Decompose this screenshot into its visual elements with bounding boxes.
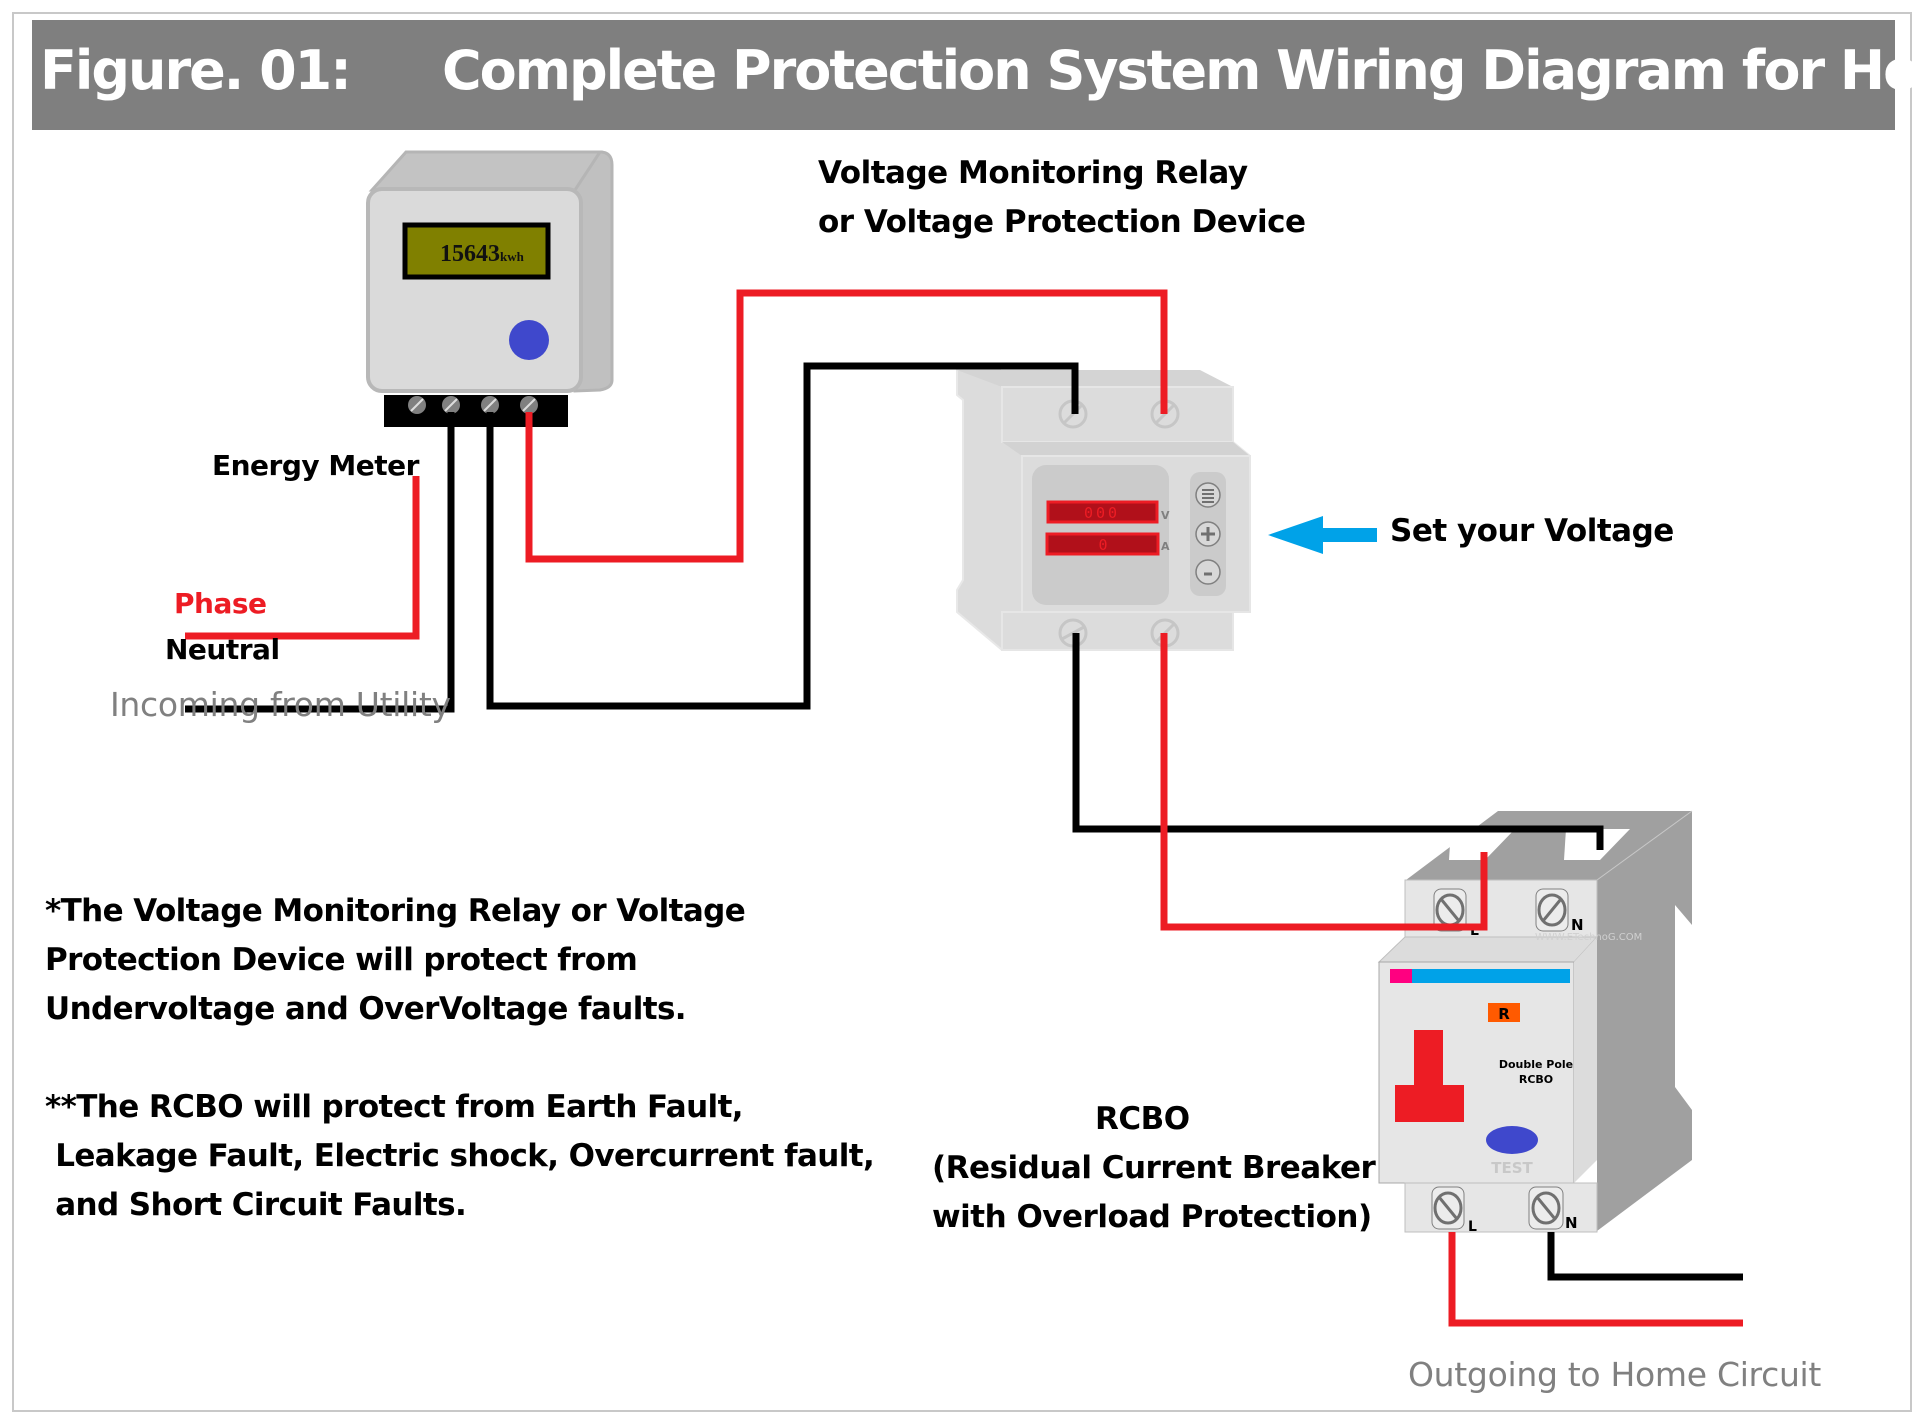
set-voltage-arrow-icon bbox=[1268, 516, 1377, 554]
outgoing-phase-wire bbox=[1448, 1232, 1743, 1327]
meter-to-relay-phase-wire bbox=[525, 289, 1168, 563]
meter-reading: 15643kwh bbox=[440, 241, 525, 267]
current-display-value: 0 bbox=[1098, 536, 1107, 554]
rcbo-terminal-out-n bbox=[1531, 1191, 1561, 1225]
relay-label-line1: Voltage Monitoring Relay bbox=[818, 155, 1248, 191]
minus-button[interactable] bbox=[1195, 559, 1221, 585]
rcbo-badge-label: R bbox=[1498, 1005, 1510, 1023]
note1-line3: Undervoltage and OverVoltage faults. bbox=[45, 991, 687, 1027]
note2-line2: Leakage Fault, Electric shock, Overcurre… bbox=[45, 1138, 875, 1174]
outgoing-caption: Outgoing to Home Circuit bbox=[1408, 1355, 1822, 1394]
rcbo-toggle-handle[interactable] bbox=[1395, 1030, 1464, 1122]
rcbo-stripe-blue bbox=[1412, 969, 1570, 983]
rcbo-device-text-1: Double Pole bbox=[1499, 1058, 1573, 1071]
phase-label: Phase bbox=[174, 587, 267, 620]
note2-line3: and Short Circuit Faults. bbox=[45, 1187, 467, 1223]
current-unit: A bbox=[1161, 540, 1170, 553]
rcbo-stripe-pink bbox=[1390, 969, 1412, 983]
figure-title: Complete Protection System Wiring Diagra… bbox=[442, 39, 1925, 102]
figure-frame bbox=[12, 12, 1912, 1412]
current-display bbox=[1045, 532, 1160, 556]
plus-button[interactable] bbox=[1195, 521, 1221, 547]
note2-line1: **The RCBO will protect from Earth Fault… bbox=[45, 1089, 744, 1125]
menu-button[interactable] bbox=[1195, 482, 1221, 508]
rcbo-label-line3: with Overload Protection) bbox=[932, 1199, 1372, 1235]
incoming-phase-wire bbox=[185, 476, 420, 640]
rcbo-device: R Double Pole RCBO TEST WWW.ETechnoG.COM… bbox=[1377, 810, 1693, 1235]
rcbo-device-text-2: RCBO bbox=[1519, 1073, 1553, 1086]
neutral-label: Neutral bbox=[165, 633, 280, 666]
voltage-display-value: 000 bbox=[1084, 504, 1120, 522]
rcbo-test-button[interactable] bbox=[1486, 1126, 1538, 1154]
rcbo-in-n-label: N bbox=[1571, 916, 1584, 934]
relay-to-rcbo-phase-wire bbox=[1160, 633, 1488, 931]
relay-label-line2: or Voltage Protection Device bbox=[818, 204, 1306, 240]
energy-meter: 15643kwh bbox=[366, 150, 614, 427]
incoming-neutral-wire bbox=[185, 412, 455, 713]
rcbo-test-label: TEST bbox=[1491, 1159, 1533, 1177]
rcbo-label-line1: RCBO bbox=[1095, 1101, 1190, 1137]
outgoing-neutral-wire bbox=[1547, 1232, 1743, 1281]
meter-to-relay-neutral-wire bbox=[486, 362, 1079, 710]
note1-line2: Protection Device will protect from bbox=[45, 942, 638, 978]
rcbo-out-l-label: L bbox=[1468, 1219, 1477, 1235]
energy-meter-label: Energy Meter bbox=[212, 449, 419, 482]
meter-button bbox=[509, 320, 549, 360]
relay-to-rcbo-neutral-wire bbox=[1072, 633, 1604, 850]
menu-icon bbox=[1202, 489, 1214, 503]
rcbo-in-l-label: L bbox=[1470, 923, 1479, 939]
rcbo-slot-l bbox=[1449, 829, 1515, 860]
voltage-display bbox=[1046, 500, 1159, 524]
rcbo-terminal-out-l bbox=[1433, 1191, 1463, 1225]
note1-line1: *The Voltage Monitoring Relay or Voltage bbox=[45, 893, 746, 929]
figure-header bbox=[32, 20, 1895, 130]
rcbo-watermark: WWW.ETechnoG.COM bbox=[1535, 932, 1642, 943]
plus-icon bbox=[1201, 527, 1215, 541]
meter-display bbox=[402, 222, 551, 280]
incoming-caption: Incoming from Utility bbox=[110, 685, 451, 724]
rcbo-badge bbox=[1488, 1003, 1520, 1022]
rcbo-out-n-label: N bbox=[1565, 1214, 1578, 1232]
rcbo-terminal-in-n bbox=[1537, 893, 1567, 927]
voltage-relay: 000 V 0 A bbox=[956, 369, 1251, 651]
set-voltage-label: Set your Voltage bbox=[1390, 513, 1674, 549]
voltage-unit: V bbox=[1161, 509, 1170, 522]
figure-number: Figure. 01: bbox=[40, 39, 352, 102]
rcbo-label-line2: (Residual Current Breaker bbox=[932, 1150, 1376, 1186]
